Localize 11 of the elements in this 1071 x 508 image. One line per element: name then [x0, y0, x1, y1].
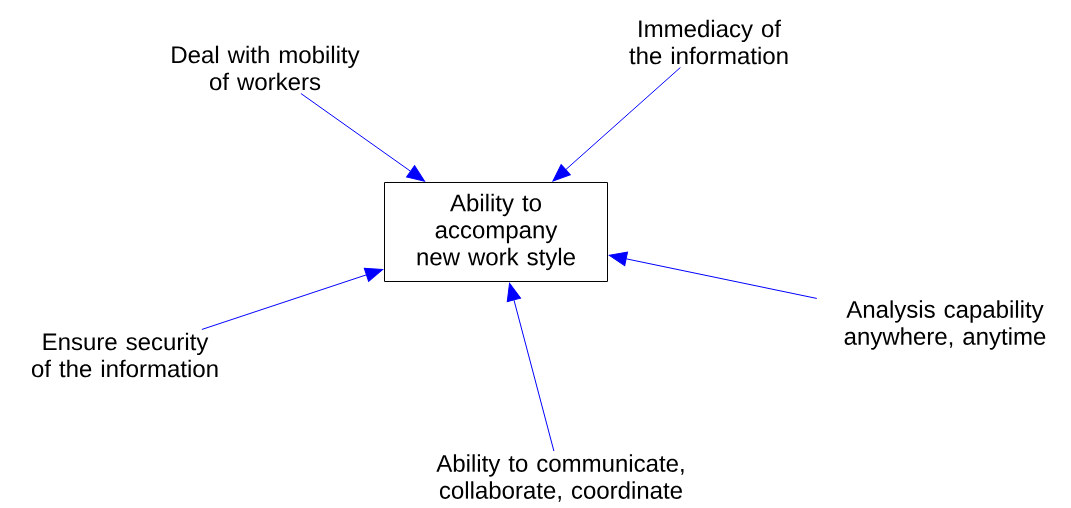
arrow [608, 251, 818, 299]
arrow [300, 93, 426, 182]
arrow [201, 267, 384, 330]
process-box: Ability to accompany new work style [384, 182, 608, 282]
text-label: Immediacy of the information [629, 19, 788, 65]
text-label: Analysis capability anywhere, anytime [844, 300, 1046, 350]
text-label: Deal with mobility of workers [172, 45, 360, 91]
text-label: Ensure security of the information [31, 332, 218, 378]
text-label: Ability to communicate, collaborate, coordinate [436, 454, 684, 502]
arrow [506, 282, 555, 452]
arrow [552, 67, 681, 182]
